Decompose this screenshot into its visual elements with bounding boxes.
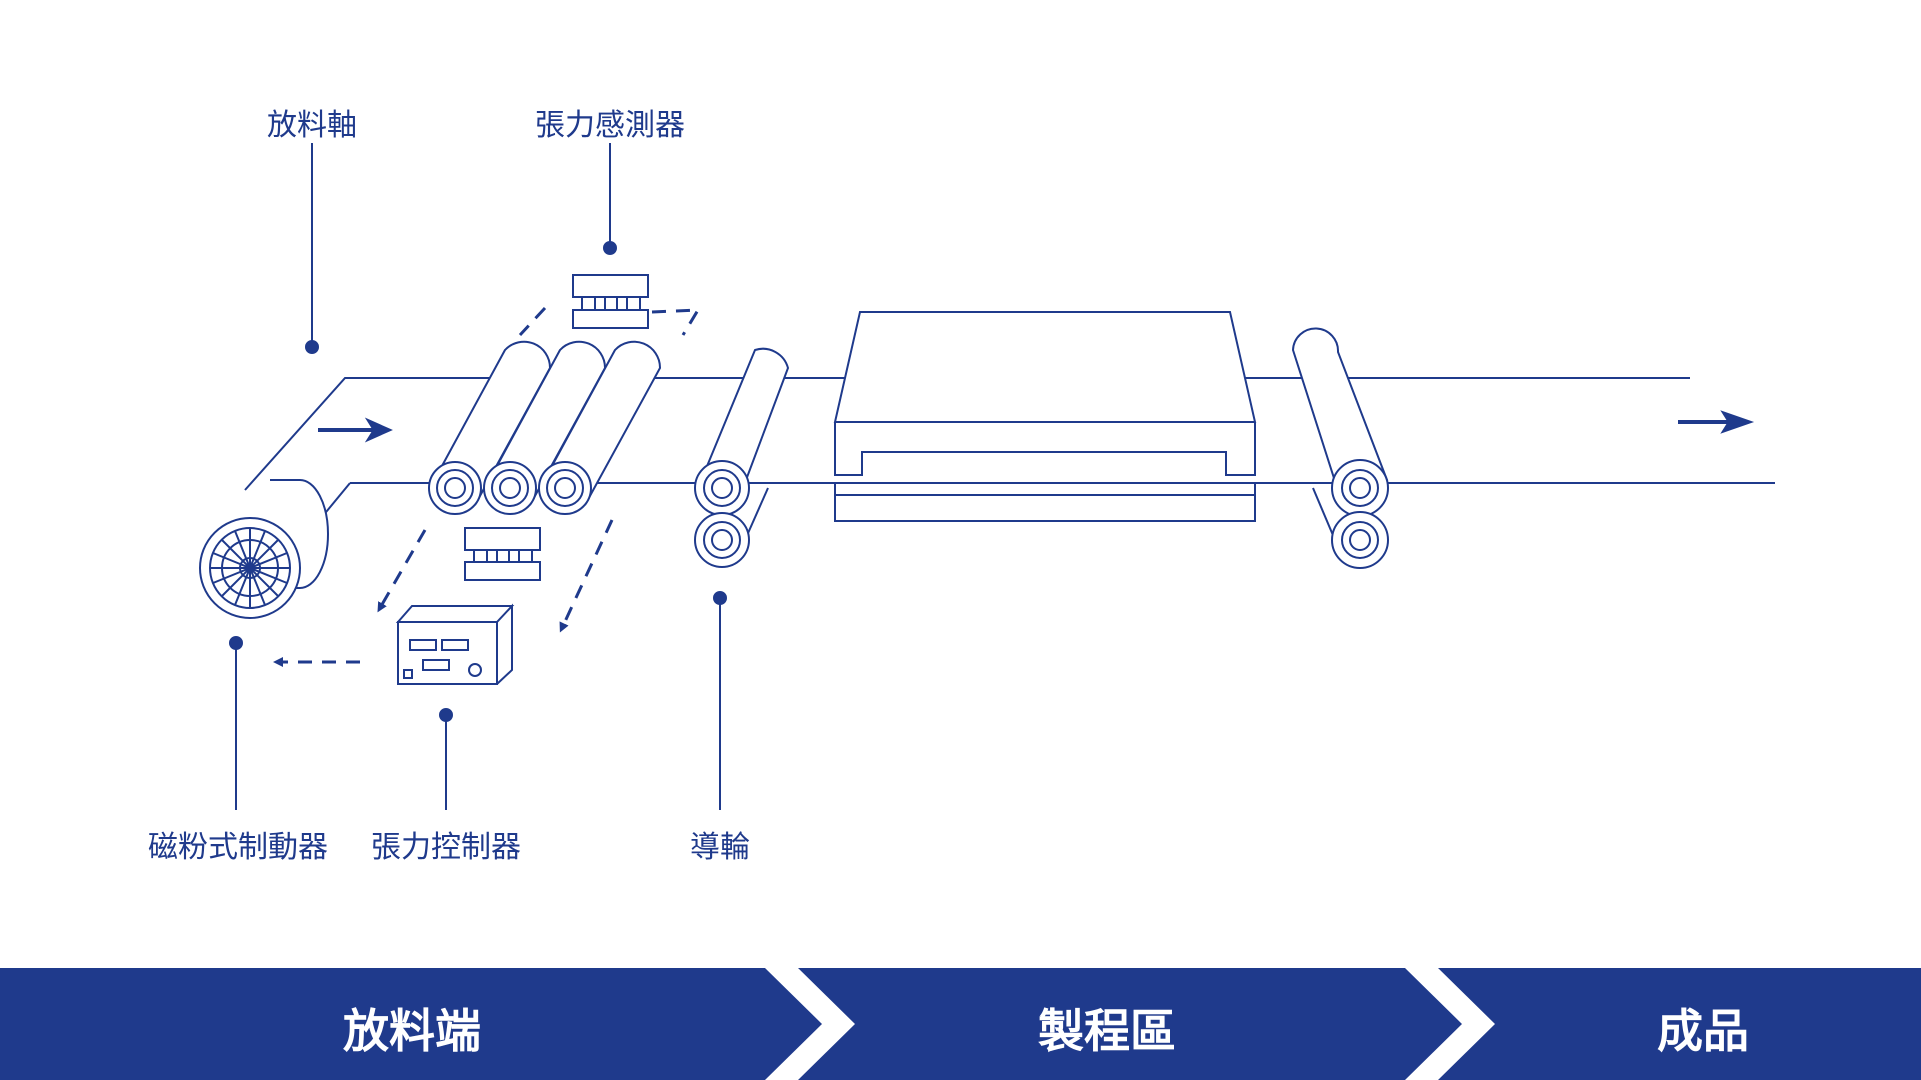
direction-arrow-icon <box>1678 410 1755 434</box>
stage-bar <box>0 968 1921 1080</box>
callout-leaders <box>229 143 727 810</box>
guide-roller-icon <box>694 347 790 568</box>
stage-label-unwind: 放料端 <box>343 1004 481 1058</box>
label-unwind-shaft: 放料軸 <box>267 108 357 143</box>
unwind-roll-icon <box>199 479 329 619</box>
feedback-dashed-line <box>518 306 701 337</box>
label-magnetic-brake: 磁粉式制動器 <box>148 830 328 865</box>
tension-sensor-icon <box>572 274 649 329</box>
feedback-dashed-line <box>377 529 427 613</box>
tension-roller-group <box>428 340 662 515</box>
stage-label-product: 成品 <box>1657 1004 1749 1058</box>
stage-chevron-1 <box>0 968 822 1080</box>
stage-label-process: 製程區 <box>1038 1004 1176 1058</box>
label-tension-sensor: 張力感測器 <box>535 108 685 143</box>
guide-roller-icon <box>1291 327 1389 569</box>
direction-arrow-icon <box>318 417 393 443</box>
tension-controller-icon <box>395 603 515 685</box>
label-guide-roller: 導輪 <box>690 830 750 865</box>
feedback-dashed-line <box>559 519 614 633</box>
process-press-icon <box>833 311 1257 522</box>
tension-sensor-icon <box>464 527 541 581</box>
stage-chevron-2 <box>798 968 1462 1080</box>
label-tension-controller: 張力控制器 <box>371 830 521 865</box>
stage-chevron-3 <box>1438 968 1921 1080</box>
